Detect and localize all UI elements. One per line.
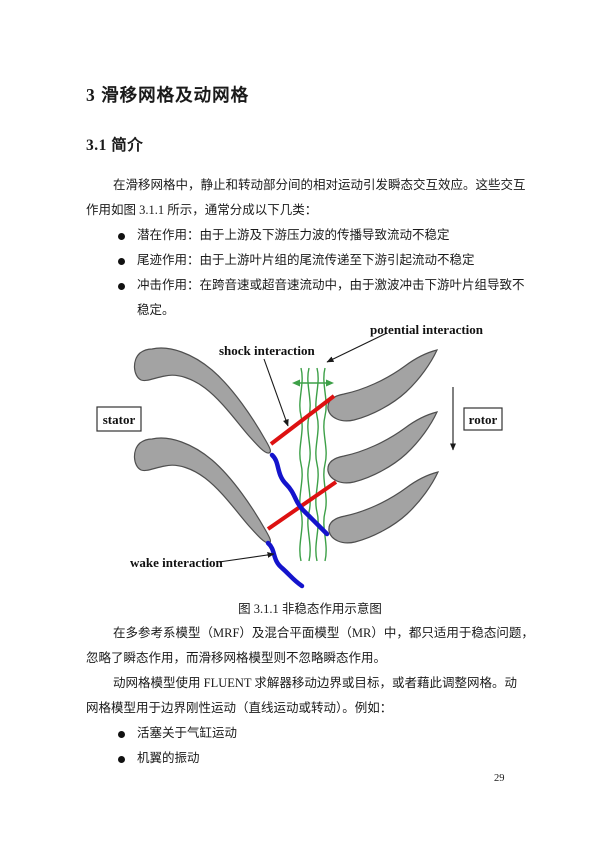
wake-arrow: [218, 551, 275, 563]
rotor-blade: [327, 349, 439, 422]
page-number: 29: [494, 773, 505, 784]
bullet-piston: 活塞关于气缸运动: [137, 726, 238, 740]
stator-blade: [133, 437, 272, 544]
bullet-wing: 机翼的振动: [137, 751, 200, 765]
potential-arrow: [326, 332, 388, 363]
bullet-dot: [118, 731, 125, 738]
figure-caption: 图 3.1.1 非稳态作用示意图: [238, 602, 382, 616]
bullet-dot: [118, 233, 125, 240]
bullet-shock-cont: 稳定。: [137, 303, 175, 317]
annotation-arrows: [218, 332, 456, 563]
figure-unsteady-interactions: potential interaction shock interaction …: [80, 315, 520, 600]
stator-label: stator: [103, 412, 136, 427]
rotor-label: rotor: [469, 412, 498, 427]
wave-direction-arrow: [292, 379, 334, 387]
rotor-blade: [327, 411, 439, 484]
chapter-title: 3 滑移网格及动网格: [86, 85, 250, 105]
bullet-wake: 尾迹作用：由于上游叶片组的尾流传递至下游引起流动不稳定: [137, 253, 475, 267]
section-title: 3.1 简介: [86, 137, 144, 154]
wake-interaction-label: wake interaction: [130, 555, 224, 570]
mrf-line-2: 忽略了瞬态作用，而滑移网格模型则不忽略瞬态作用。: [86, 651, 387, 665]
bullet-dot: [118, 756, 125, 763]
bullet-shock: 冲击作用：在跨音速或超音速流动中，由于激波冲击下游叶片组导致不: [137, 278, 525, 292]
wake-lines: [265, 452, 330, 589]
bullet-dot: [118, 283, 125, 290]
bullet-potential: 潜在作用：由于上游及下游压力波的传播导致流动不稳定: [137, 228, 450, 242]
dynamic-line-1: 动网格模型使用 FLUENT 求解器移动边界或目标，或者藉此调整网格。动: [113, 676, 517, 690]
rotor-box: rotor: [463, 407, 503, 431]
rotor-blades: [327, 349, 440, 544]
mrf-line-1: 在多参考系模型（MRF）及混合平面模型（MR）中，都只适用于稳态问题，: [113, 626, 534, 640]
intro-line-1: 在滑移网格中，静止和转动部分间的相对运动引发瞬态交互效应。这些交互: [113, 178, 526, 192]
stator-box: stator: [96, 406, 142, 432]
intro-line-2: 作用如图 3.1.1 所示，通常分成以下几类：: [86, 203, 318, 217]
potential-interaction-label: potential interaction: [370, 322, 484, 337]
turbine-diagram: potential interaction shock interaction …: [96, 322, 503, 589]
shock-interaction-label: shock interaction: [219, 343, 315, 358]
bullet-dot: [118, 258, 125, 265]
stator-blades: [133, 347, 272, 544]
dynamic-line-2: 网格模型用于边界刚性运动（直线运动或转动）。例如：: [86, 701, 393, 715]
shock-arrow: [263, 358, 289, 427]
stator-blade: [133, 347, 272, 454]
rotor-blade: [328, 471, 440, 544]
